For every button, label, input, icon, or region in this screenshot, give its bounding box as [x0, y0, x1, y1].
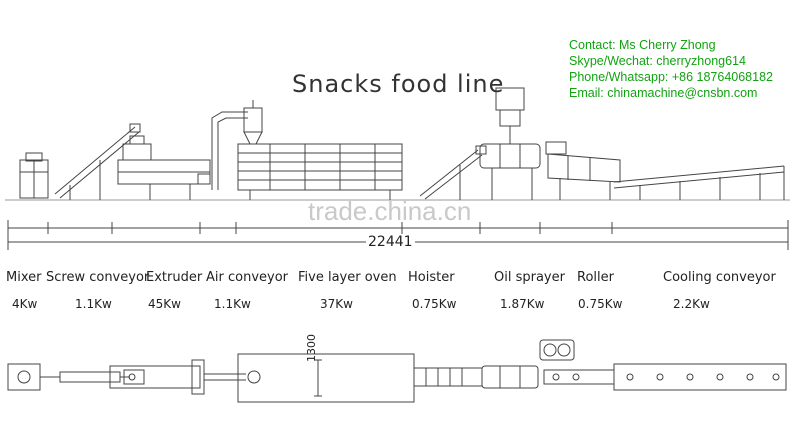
hoister-elevation [419, 145, 487, 200]
total-length-dimension: 22441 [366, 234, 415, 250]
contact-email: Email: chinamachine@cnsbn.com [569, 86, 758, 100]
machine-power-air-conveyor: 1.1Kw [214, 297, 251, 311]
oil-sprayer-plan [481, 339, 575, 389]
machine-name-cooling-conveyor: Cooling conveyor [663, 270, 776, 285]
screw-conveyor-elevation [54, 123, 141, 200]
contact-phone: Phone/Whatsapp: +86 18764068182 [569, 70, 773, 84]
machine-power-oil-sprayer: 1.87Kw [500, 297, 545, 311]
roller-elevation [545, 141, 621, 200]
machine-name-mixer: Mixer [6, 270, 42, 285]
machine-power-screw-conveyor: 1.1Kw [75, 297, 112, 311]
oven-elevation [237, 143, 403, 200]
oven-width-dimension: 1300 [305, 334, 318, 362]
machine-power-cooling-conveyor: 2.2Kw [673, 297, 710, 311]
machine-power-mixer: 4Kw [12, 297, 38, 311]
mixer-elevation [19, 152, 49, 199]
machine-name-extruder: Extruder [146, 270, 203, 285]
machine-power-extruder: 45Kw [148, 297, 181, 311]
machine-name-hoister: Hoister [408, 270, 455, 285]
screw-conveyor-plan [59, 371, 130, 383]
machine-name-oven: Five layer oven [298, 270, 397, 285]
mixer-plan [7, 363, 60, 391]
contact-name: Contact: Ms Cherry Zhong [569, 38, 716, 52]
machine-name-oil-sprayer: Oil sprayer [494, 270, 565, 285]
extruder-elevation [117, 135, 211, 200]
air-conveyor-elevation [211, 100, 263, 190]
contact-skype: Skype/Wechat: cherryzhong614 [569, 54, 746, 68]
diagram-title: Snacks food line [292, 70, 505, 98]
extruder-plan [109, 359, 205, 395]
roller-plan [543, 369, 615, 385]
watermark: trade.china.cn [308, 196, 472, 226]
machine-power-oven: 37Kw [320, 297, 353, 311]
machine-power-hoister: 0.75Kw [412, 297, 457, 311]
machine-name-roller: Roller [577, 270, 614, 285]
machine-power-roller: 0.75Kw [578, 297, 623, 311]
machine-name-air-conveyor: Air conveyor [206, 270, 289, 285]
cooling-conveyor-elevation [613, 165, 785, 200]
machine-name-screw-conveyor: Screw conveyor [46, 270, 150, 285]
hoister-plan [413, 367, 483, 387]
cooling-conveyor-plan [613, 363, 787, 391]
oven-plan [237, 353, 415, 403]
oil-sprayer-elevation [479, 87, 541, 200]
air-conveyor-plan [204, 370, 261, 384]
